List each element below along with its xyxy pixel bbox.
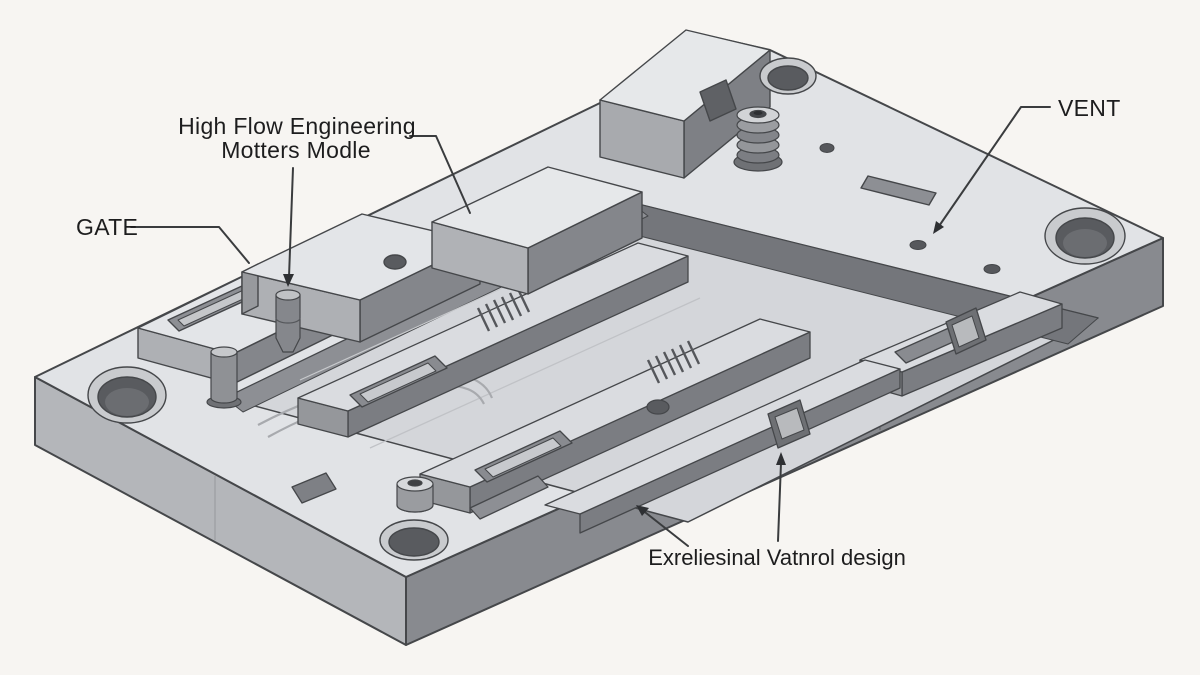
vent-serrations <box>476 288 701 384</box>
label-bottom: Exreliesinal Vatnrol design <box>648 545 906 570</box>
leader-lines <box>130 106 1051 547</box>
up-left-arrowhead-icon <box>636 505 649 516</box>
gate-leader-line <box>130 226 250 264</box>
label-module-line1: High Flow Engineering <box>178 113 416 139</box>
module-leader-line <box>409 135 471 214</box>
leader-arrowheads <box>283 221 944 516</box>
cavity-insert-bars <box>297 242 1063 534</box>
labels: High Flow Engineering Motters Modle GATE… <box>76 95 1121 570</box>
vent-leader-line <box>936 106 1051 230</box>
bottom-leader-line-1 <box>640 508 689 547</box>
label-gate: GATE <box>76 214 138 240</box>
module-arrow-line <box>288 167 294 278</box>
gate-pin <box>275 289 301 353</box>
edge-notches <box>291 307 987 520</box>
locating-boss <box>396 476 434 513</box>
label-vent: VENT <box>1058 95 1121 121</box>
corner-holes <box>87 57 1126 561</box>
vent-arrowhead-icon <box>933 221 944 234</box>
sprue-bushing <box>733 106 783 172</box>
rim-blocks <box>137 29 937 385</box>
label-module-line2: Motters Modle <box>221 137 371 163</box>
ejector-pin <box>206 346 242 409</box>
bottom-leader-line-2 <box>777 462 782 542</box>
up-arrowhead-icon <box>776 452 786 465</box>
down-arrowhead-icon <box>283 274 294 287</box>
